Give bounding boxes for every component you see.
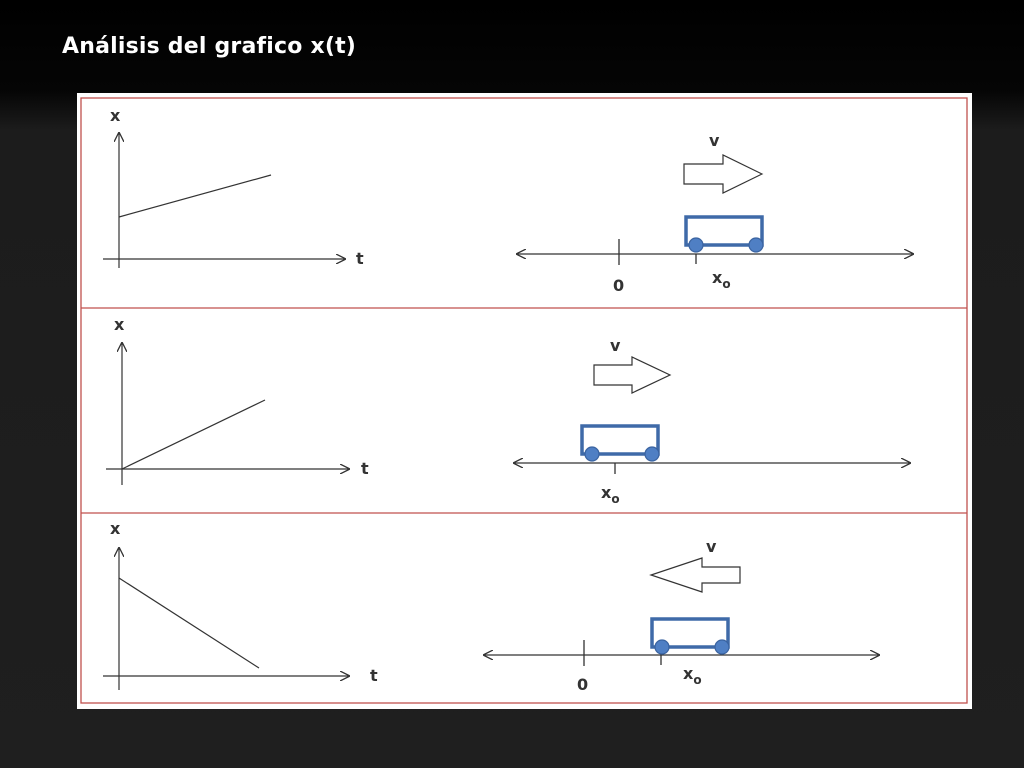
velocity-label: v (610, 336, 621, 355)
velocity-arrow-right (593, 356, 672, 394)
velocity-label: v (706, 537, 717, 556)
row-1: x t v 0 xo (103, 106, 913, 295)
x-axis-label: x (110, 106, 121, 125)
cart-wheel (584, 446, 600, 462)
x-axis-label: x (110, 519, 121, 538)
slide-title: Análisis del grafico x(t) (62, 34, 357, 59)
cart (650, 617, 730, 649)
velocity-arrow-left (649, 557, 741, 593)
table-border (80, 97, 968, 704)
motion-1: v 0 xo (517, 131, 913, 295)
t-axis-label: t (356, 249, 364, 268)
graph-line (118, 174, 272, 218)
diagram-canvas: x t v 0 xo x t (80, 97, 968, 704)
diagram-panel: x t v 0 xo x t (77, 93, 972, 709)
motion-2: v xo (514, 336, 910, 506)
graph-line (118, 577, 260, 669)
row-2: x t v xo (106, 315, 910, 506)
position-label: xo (712, 268, 731, 291)
x-axis-label: x (114, 315, 125, 334)
position-label: xo (683, 664, 702, 687)
cart (684, 215, 764, 247)
velocity-arrow-right (683, 154, 764, 194)
t-axis-label: t (361, 459, 369, 478)
graph-line (121, 399, 266, 470)
cart-wheel (654, 639, 670, 655)
xt-graph-3: x t (103, 519, 378, 690)
t-axis-label: t (370, 666, 378, 685)
origin-label: 0 (613, 276, 624, 295)
cart-wheel (644, 446, 660, 462)
xt-graph-2: x t (106, 315, 369, 485)
cart (580, 424, 660, 456)
xt-graph-1: x t (103, 106, 364, 268)
position-label: xo (601, 483, 620, 506)
cart-wheel (714, 639, 730, 655)
cart-wheel (688, 237, 704, 253)
origin-label: 0 (577, 675, 588, 694)
motion-3: v 0 xo (484, 537, 879, 694)
cart-wheel (748, 237, 764, 253)
row-3: x t v 0 xo (103, 519, 879, 694)
velocity-label: v (709, 131, 720, 150)
